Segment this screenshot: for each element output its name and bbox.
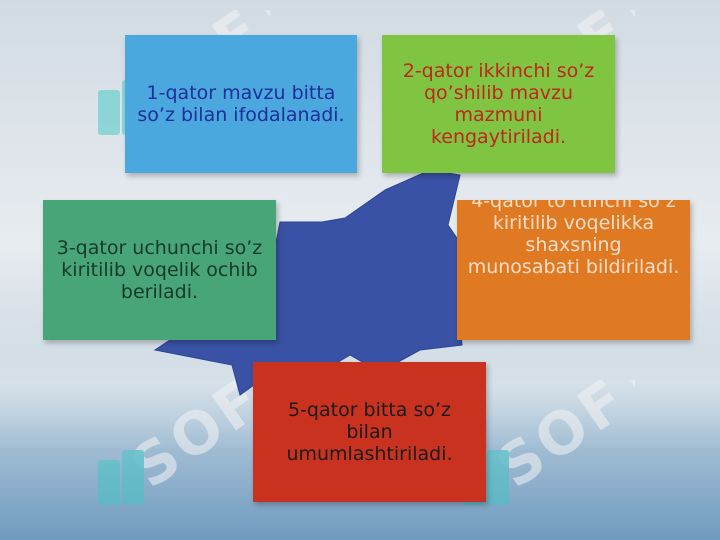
- box-row-1: 1-qator mavzu bitta so’z bilan ifodalana…: [125, 35, 357, 173]
- box-row-3-text: 3-qator uchunchi so’z kiritilib voqelik …: [56, 237, 263, 303]
- box-row-2-text: 2-qator ikkinchi so’z qo’shilib mavzu ma…: [402, 60, 595, 148]
- box-row-2: 2-qator ikkinchi so’z qo’shilib mavzu ma…: [382, 35, 615, 173]
- box-row-3: 3-qator uchunchi so’z kiritilib voqelik …: [43, 200, 276, 340]
- box-row-5: 5-qator bitta so’z bilan umumlashtirilad…: [253, 362, 486, 502]
- box-row-4-text: 4-qator to’rtinchi so’z kiritilib voqeli…: [467, 200, 680, 278]
- box-row-4: 4-qator to’rtinchi so’z kiritilib voqeli…: [457, 200, 690, 340]
- box-row-5-text: 5-qator bitta so’z bilan umumlashtirilad…: [286, 399, 453, 465]
- box-row-1-text: 1-qator mavzu bitta so’z bilan ifodalana…: [137, 82, 345, 126]
